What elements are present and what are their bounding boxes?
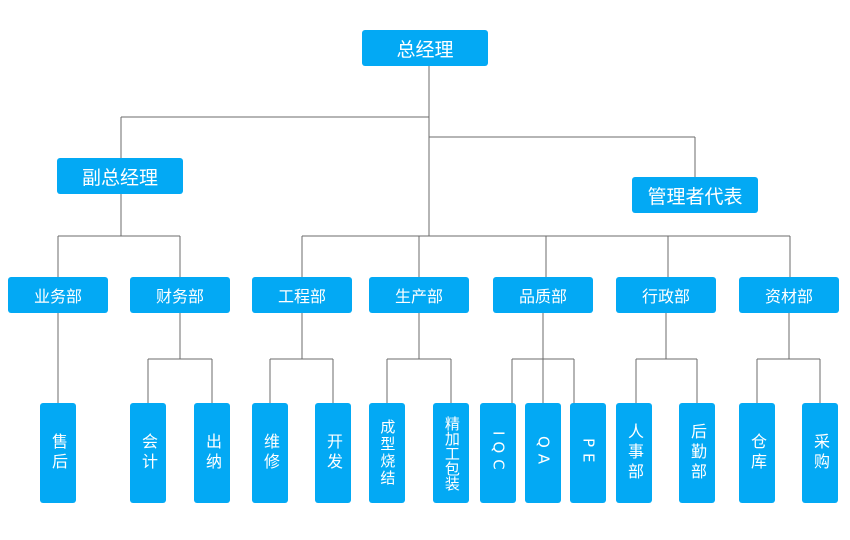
node-dept-production: 生产部 xyxy=(369,277,469,313)
node-unit-purchasing: 采购 xyxy=(802,403,838,503)
node-unit-molding-sintering: 成型烧结 xyxy=(369,403,405,503)
node-unit-accounting: 会计 xyxy=(130,403,166,503)
node-unit-iqc: IQC xyxy=(480,403,516,503)
node-unit-hr: 人事部 xyxy=(616,403,652,503)
node-unit-development: 开发 xyxy=(315,403,351,503)
node-unit-qa: QA xyxy=(525,403,561,503)
node-unit-finishing-packing: 精加工包装 xyxy=(433,403,469,503)
node-unit-pe: PE xyxy=(570,403,606,503)
node-dept-materials: 资材部 xyxy=(739,277,839,313)
node-dept-business: 业务部 xyxy=(8,277,108,313)
node-unit-cashier: 出纳 xyxy=(194,403,230,503)
node-dept-engineering: 工程部 xyxy=(252,277,352,313)
node-unit-maintenance: 维修 xyxy=(252,403,288,503)
node-general-manager: 总经理 xyxy=(362,30,488,66)
node-dept-admin: 行政部 xyxy=(616,277,716,313)
node-dept-finance: 财务部 xyxy=(130,277,230,313)
node-unit-warehouse: 仓库 xyxy=(739,403,775,503)
node-deputy-general-manager: 副总经理 xyxy=(57,158,183,194)
node-dept-quality: 品质部 xyxy=(493,277,593,313)
node-management-representative: 管理者代表 xyxy=(632,177,758,213)
node-unit-logistics: 后勤部 xyxy=(679,403,715,503)
node-unit-after-sales: 售后 xyxy=(40,403,76,503)
